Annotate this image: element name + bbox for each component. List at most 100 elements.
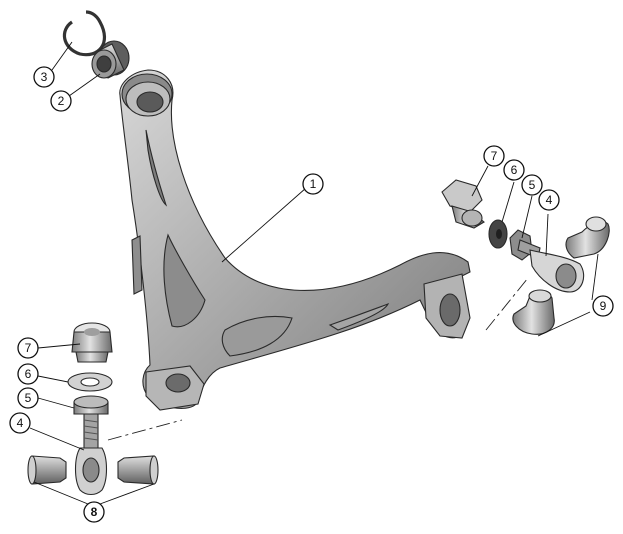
leader-8b bbox=[99, 483, 155, 505]
left-spacer-right-body bbox=[117, 455, 155, 485]
circlip-ring bbox=[62, 10, 107, 57]
callout-2: 2 bbox=[50, 90, 72, 112]
leader-5l bbox=[37, 397, 75, 409]
left-rod-end bbox=[74, 413, 108, 496]
callout-6-right-label: 6 bbox=[511, 163, 518, 177]
left-nut-bore bbox=[84, 328, 100, 336]
callout-2-circle bbox=[50, 90, 72, 112]
callout-5-left: 5 bbox=[17, 387, 39, 409]
left-spacer-right bbox=[117, 455, 159, 485]
left-nut bbox=[71, 322, 113, 363]
left-nut-collar bbox=[75, 351, 109, 363]
thread-line-2 bbox=[83, 425, 99, 429]
control-arm-body bbox=[119, 69, 471, 409]
right-nut-hex bbox=[441, 179, 483, 213]
callout-3: 3 bbox=[33, 66, 55, 88]
callout-8-label: 8 bbox=[91, 505, 98, 519]
center-line-left bbox=[107, 419, 183, 441]
right-spacer-upper bbox=[565, 216, 610, 259]
right-nut bbox=[441, 179, 485, 229]
leader-2 bbox=[68, 73, 101, 97]
callout-5-left-circle bbox=[17, 387, 39, 409]
leader-1 bbox=[221, 187, 307, 263]
callout-4-left: 4 bbox=[9, 412, 31, 434]
leader-4r bbox=[545, 213, 549, 257]
callout-7-left-label: 7 bbox=[25, 341, 32, 355]
left-rod-end-thread bbox=[83, 413, 99, 449]
callout-3-label: 3 bbox=[41, 70, 48, 84]
leader-7l bbox=[37, 343, 81, 349]
left-jam-nut bbox=[73, 395, 109, 415]
arm-top-bore-hole bbox=[136, 91, 164, 113]
callout-7-right-label: 7 bbox=[491, 149, 498, 163]
leader-6r bbox=[501, 181, 515, 223]
leader-5r bbox=[521, 195, 533, 239]
right-spacer-lower bbox=[512, 289, 555, 335]
callout-5-right-circle bbox=[521, 174, 543, 196]
callout-5-right-label: 5 bbox=[529, 178, 536, 192]
callout-6-right: 6 bbox=[503, 159, 525, 181]
leader-9b bbox=[537, 311, 591, 337]
callout-6-right-circle bbox=[503, 159, 525, 181]
callout-4-right-circle bbox=[538, 189, 560, 211]
callout-1-circle bbox=[302, 173, 324, 195]
callout-6-left: 6 bbox=[17, 363, 39, 385]
callout-1-label: 1 bbox=[310, 177, 317, 191]
arm-window-lower bbox=[221, 315, 293, 357]
arm-slot-upper bbox=[145, 129, 168, 207]
arm-lower-eye-hole bbox=[165, 373, 191, 393]
leader-9a bbox=[591, 253, 599, 301]
leader-8a bbox=[33, 481, 89, 505]
right-spacer-upper-face bbox=[585, 216, 607, 232]
leader-6l bbox=[37, 375, 69, 383]
callout-4-right-label: 4 bbox=[546, 193, 553, 207]
arm-side-tab bbox=[131, 235, 143, 295]
callout-3-circle bbox=[33, 66, 55, 88]
left-spacer-left-face bbox=[27, 455, 37, 485]
left-washer-hole bbox=[80, 377, 100, 387]
thread-line-4 bbox=[83, 437, 99, 441]
right-nut-end bbox=[461, 209, 483, 227]
thread-line-1 bbox=[83, 419, 99, 423]
callout-1: 1 bbox=[302, 173, 324, 195]
callout-9: 9 bbox=[592, 295, 614, 317]
callout-7-left-circle bbox=[17, 337, 39, 359]
top-bushing bbox=[91, 40, 130, 79]
left-jam-nut-top bbox=[73, 395, 109, 409]
callout-7-right: 7 bbox=[483, 145, 505, 167]
callout-7-left: 7 bbox=[17, 337, 39, 359]
callout-2-label: 2 bbox=[58, 94, 65, 108]
callout-7-right-circle bbox=[483, 145, 505, 167]
callout-5-left-label: 5 bbox=[25, 391, 32, 405]
top-bushing-inner bbox=[96, 55, 112, 73]
right-rod-end bbox=[529, 249, 585, 293]
left-spacer-left-body bbox=[31, 455, 67, 485]
left-rod-end-ball bbox=[82, 457, 100, 483]
arm-window-large bbox=[163, 233, 206, 328]
callout-5-right: 5 bbox=[521, 174, 543, 196]
left-spacer-left bbox=[27, 455, 67, 485]
right-rod-end-ball bbox=[555, 263, 577, 289]
arm-right-bracket-hole bbox=[439, 293, 461, 327]
callout-9-circle bbox=[592, 295, 614, 317]
leader-4l bbox=[29, 427, 85, 451]
callout-9-label: 9 bbox=[600, 299, 607, 313]
callout-4-right: 4 bbox=[538, 189, 560, 211]
control-arm bbox=[119, 69, 471, 411]
left-washer bbox=[67, 372, 113, 392]
circlip bbox=[62, 10, 107, 57]
right-washer bbox=[488, 219, 508, 249]
center-line-right bbox=[485, 277, 529, 331]
leader-lines bbox=[29, 41, 599, 505]
left-spacer-right-face bbox=[149, 455, 159, 485]
callout-4-left-circle bbox=[9, 412, 31, 434]
right-washer-hole bbox=[496, 229, 502, 239]
right-spacer-lower-face bbox=[528, 289, 552, 303]
callout-6-left-circle bbox=[17, 363, 39, 385]
callout-4-left-label: 4 bbox=[17, 416, 24, 430]
callout-8: 8 bbox=[83, 501, 105, 523]
arm-slot-right bbox=[328, 302, 390, 331]
thread-line-3 bbox=[83, 431, 99, 435]
